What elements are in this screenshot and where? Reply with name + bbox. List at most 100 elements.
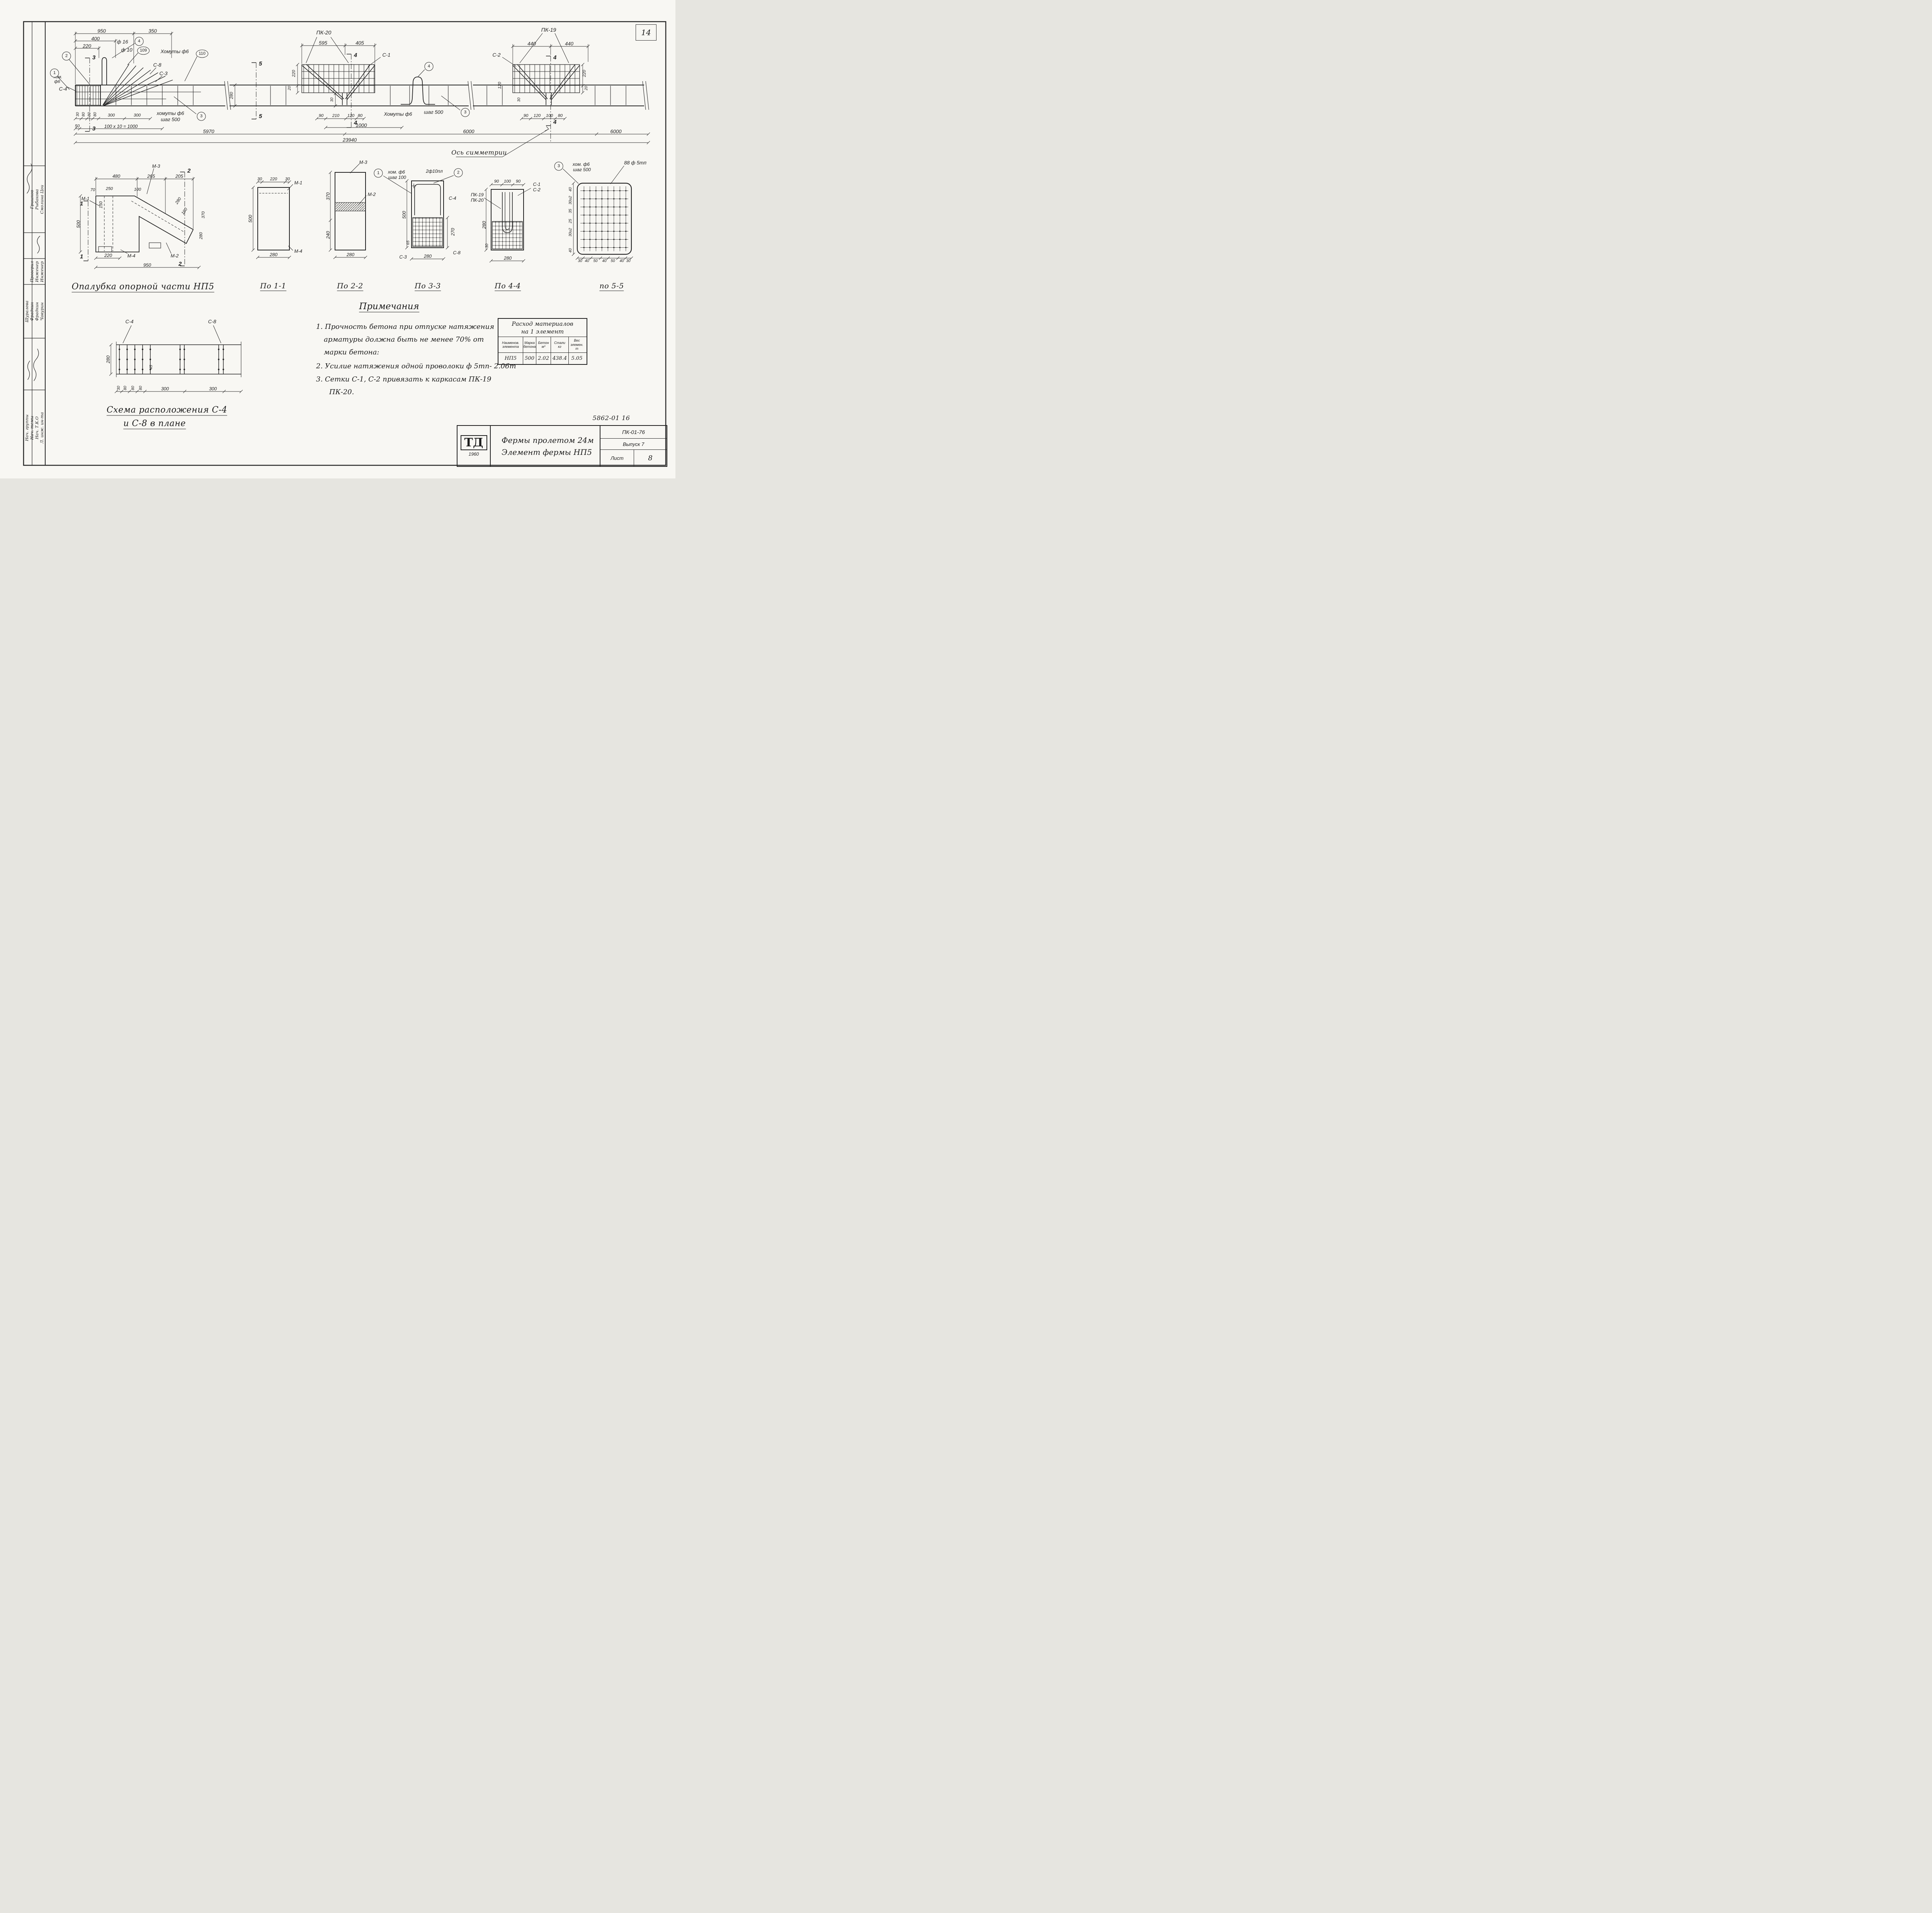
- caption: по 5-5: [599, 282, 624, 291]
- stamp-text: Нач. темы: [29, 415, 34, 440]
- drawing-title: Фермы пролетом 24м Элемент фермы НП5: [491, 426, 600, 466]
- dim-label: М-1: [294, 180, 303, 186]
- dim-label: 50: [75, 124, 80, 129]
- cell-element: НП5: [498, 353, 523, 364]
- dim-label: 595: [319, 40, 327, 46]
- elevation-view: [75, 57, 649, 110]
- dim-label: С-2: [492, 52, 501, 58]
- caption: По 2-2: [337, 282, 363, 291]
- dim-label: 280: [503, 255, 512, 261]
- drawing-linework: [23, 21, 667, 466]
- bent-up-bars: [102, 64, 173, 106]
- dim-label: 400: [91, 36, 100, 42]
- dim-label: 50: [593, 259, 598, 263]
- section-3-3: [411, 180, 444, 248]
- stamp-text: Нач. группы: [24, 414, 29, 441]
- stamp-text: Чавурин: [39, 302, 44, 320]
- caption: и С-8 в плане: [123, 419, 186, 429]
- symmetry-axis-leader: [456, 126, 549, 157]
- dim-label: 6000: [463, 128, 474, 134]
- dim-label: 280: [423, 254, 432, 259]
- col-header-concrete-volume: Бетон м³: [536, 337, 551, 352]
- position-balloon: 4: [424, 62, 434, 71]
- position-balloon: 1: [50, 68, 59, 78]
- dim-label: шаг 100: [388, 175, 406, 180]
- dim-label: 220: [104, 253, 112, 258]
- dim-label: 50: [611, 259, 615, 263]
- dim-label: 30: [285, 177, 290, 182]
- position-balloon: 3: [554, 162, 563, 171]
- dim-label: 100: [134, 187, 141, 192]
- dim-label: 100: [546, 113, 553, 118]
- dim-label: 210: [332, 113, 340, 118]
- drawing-title-line2: Элемент фермы НП5: [502, 447, 592, 457]
- title-block: ТД 1960 Фермы пролетом 24м Элемент фермы…: [457, 425, 667, 467]
- dim-label: 220: [83, 43, 91, 49]
- stamp-text: Инженер: [39, 261, 44, 282]
- section-mark: 4: [354, 52, 357, 59]
- position-balloon: 3: [461, 108, 470, 117]
- caption: Схема расположения С-4: [106, 405, 228, 416]
- dim-label: 80: [558, 113, 563, 118]
- signature-icon: [27, 163, 32, 194]
- dim-label: 100 x 10 = 1000: [104, 124, 138, 129]
- dim-label: 350: [148, 28, 157, 34]
- title-block-codes: ПК-01-76 Выпуск 7 Лист 8: [600, 426, 667, 466]
- issue-label: Выпуск 7: [600, 439, 667, 450]
- position-balloon: 3: [197, 112, 206, 121]
- dim-label: 90: [523, 113, 529, 118]
- dim-label: С-2: [533, 187, 541, 192]
- dim-label: шаг 500: [161, 116, 180, 123]
- materials-table-title-line2: на 1 элемент: [521, 328, 564, 335]
- cell-steel: 438.4: [551, 353, 569, 364]
- dim-label: М-1: [81, 196, 90, 201]
- note-line: 1. Прочность бетона при отпуске натяжени…: [316, 323, 494, 331]
- caption: По 3-3: [415, 282, 441, 291]
- dim-label: С-1: [382, 52, 391, 58]
- dim-label: 120: [533, 113, 541, 118]
- dim-label: 950: [97, 28, 106, 34]
- dim-label: 280: [346, 252, 355, 257]
- note-line: арматуры должна быть не менее 70% от: [324, 335, 484, 344]
- cell-concrete-grade: 500: [523, 353, 536, 364]
- position-balloon: 1: [374, 168, 383, 178]
- dim-label: 950: [143, 262, 151, 268]
- dimension-lines: [73, 32, 650, 393]
- dim-label: ПК-19: [471, 192, 484, 197]
- signature-icon: [33, 349, 39, 381]
- dim-label: 90: [494, 179, 499, 184]
- dim-label: хом. ф6: [388, 169, 405, 175]
- dim-label: М-3: [152, 163, 160, 169]
- section-mark: 2: [187, 167, 191, 174]
- stamp-text: Фрадкин: [29, 302, 34, 321]
- dim-label: 6000: [610, 128, 622, 134]
- dim-label: 300: [161, 386, 169, 391]
- caption: По 4-4: [495, 282, 521, 291]
- dim-label: 2ф10пл: [426, 168, 443, 174]
- section-4-4: [491, 189, 524, 250]
- dim-label: шаг 500: [424, 109, 443, 115]
- stamp-text: Шуралева: [24, 300, 29, 322]
- position-balloon: 109: [137, 46, 150, 55]
- section-mark: 1: [80, 200, 83, 207]
- stamp-text: Смолина Цои: [39, 184, 44, 214]
- stamp-text: Фрадкин: [34, 302, 39, 321]
- note-line: Примечания: [359, 301, 419, 312]
- sheet-number-value: 8: [648, 454, 653, 462]
- dim-label: 90: [515, 179, 521, 184]
- dim-label: С-8: [153, 62, 162, 68]
- stamp-text: Гришков: [29, 189, 34, 209]
- section-mark: 2: [178, 260, 182, 267]
- position-balloon: 2: [454, 168, 463, 177]
- dim-label: ПК-20: [316, 29, 332, 36]
- dim-label: ПК-20: [471, 197, 484, 203]
- sheet-label: Лист: [600, 450, 634, 466]
- dim-label: 405: [355, 40, 364, 46]
- formwork-view: [95, 196, 194, 252]
- col-header-weight: Вес элемен. т: [570, 339, 583, 351]
- dim-label: хом.: [53, 75, 63, 80]
- stamp-text: Проверил: [29, 261, 34, 282]
- dim-label: 30: [257, 177, 262, 182]
- dim-label: 265: [147, 174, 155, 179]
- col-header-concrete-grade: Марка бетона: [523, 337, 536, 352]
